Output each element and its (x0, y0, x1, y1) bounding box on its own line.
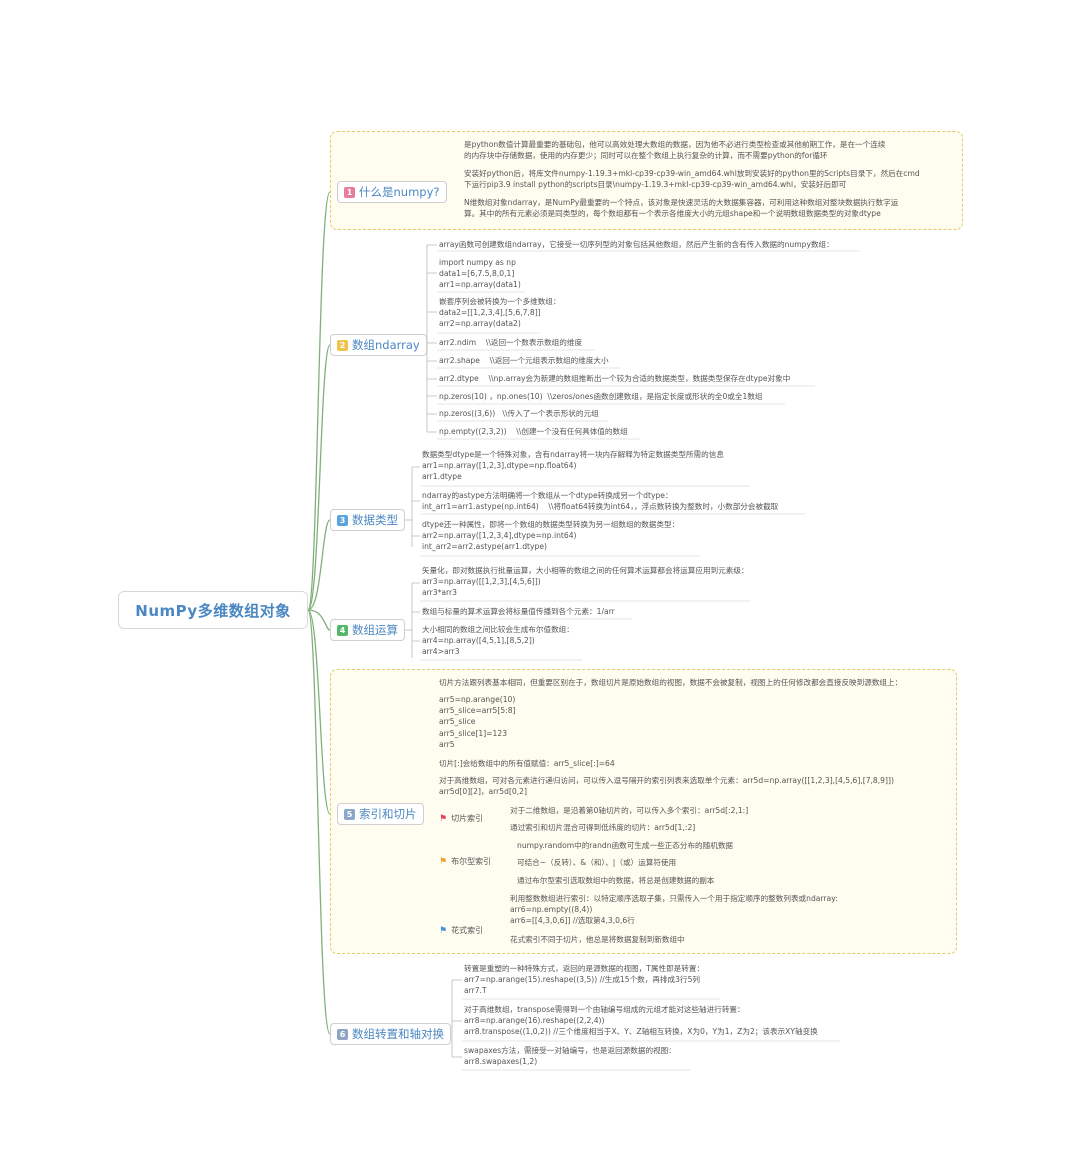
branch-label: 什么是numpy? (359, 185, 440, 199)
leaf-high-dim-index[interactable]: 对于高维数组，可对各元素进行递归访问，可以传入逗号隔开的索引列表来选取单个元素：… (439, 776, 894, 797)
number-5-icon: 5 (344, 808, 355, 820)
branch-array-ops[interactable]: 4 数组运算 (330, 619, 405, 641)
branch-label: 索引和切片 (359, 807, 417, 821)
sub-slice-index[interactable]: ⚑ 切片索引 (439, 813, 483, 824)
branch-transpose[interactable]: 6 数组转置和轴对换 (330, 1023, 451, 1045)
leaf-empty[interactable]: np.empty((2,3,2)) \\创建一个没有任何具体值的数组 (439, 427, 628, 436)
leaf-integer-index[interactable]: 利用整数数组进行索引：以特定顺序选取子集，只需传入一个用于指定顺序的整数列表或n… (510, 894, 838, 926)
red-flag-icon: ⚑ (439, 813, 448, 824)
sub-label: 切片索引 (451, 814, 484, 823)
leaf-astype[interactable]: ndarray的astype方法明确将一个数组从一个dtype转换成另一个dty… (422, 491, 779, 512)
number-4-icon: 4 (337, 624, 348, 636)
branch-ndarray[interactable]: 2 数组ndarray (330, 334, 427, 356)
leaf-arange-slice[interactable]: arr5=np.arange(10) arr5_slice=arr5[5:8] … (439, 695, 516, 749)
branch-label: 数组ndarray (352, 338, 420, 352)
leaf-ndarray-intro[interactable]: N维数组对象ndarray，是NumPy最重要的一个特点，该对象是快速灵活的大数… (464, 198, 899, 219)
root-label: NumPy多维数组对象 (135, 601, 291, 620)
leaf-transpose-T[interactable]: 转置是重塑的一种特殊方式，返回的是源数据的视图，T属性即是转置： arr7=np… (464, 964, 705, 996)
leaf-transpose-axes[interactable]: 对于高维数组，transpose需得到一个由轴编号组成的元组才能对这些轴进行转置… (464, 1005, 818, 1037)
leaf-shape[interactable]: arr2.shape \\返回一个元组表示数组的维度大小 (439, 356, 609, 365)
branch-data-types[interactable]: 3 数据类型 (330, 509, 405, 531)
section-highlight-indexing (330, 669, 957, 954)
leaf-slice-assign[interactable]: 切片[:]会给数组中的所有值赋值：arr5_slice[:]=64 (439, 759, 615, 768)
branch-what-is-numpy[interactable]: 1 什么是numpy? (337, 181, 447, 203)
leaf-numpy-intro[interactable]: 是python数值计算最重要的基础包，他可以高效处理大数组的数据，因为他不必进行… (464, 140, 886, 161)
leaf-bool-ops[interactable]: 可结合~（反转）、&（和）、|（或）运算符使用 (517, 858, 677, 867)
leaf-array-function[interactable]: array函数可创建数组ndarray，它接受一切序列型的对象包括其他数组，然后… (439, 240, 834, 249)
sub-label: 花式索引 (451, 926, 484, 935)
root-node[interactable]: NumPy多维数组对象 (118, 591, 308, 629)
number-2-icon: 2 (337, 339, 348, 351)
sub-bool-index[interactable]: ⚑ 布尔型索引 (439, 856, 491, 867)
leaf-zeros-shape[interactable]: np.zeros((3,6)) \\传入了一个表示形状的元组 (439, 409, 599, 418)
leaf-bool-copy[interactable]: 通过布尔型索引选取数组中的数据，将总是创建数据的副本 (517, 876, 715, 885)
branch-label: 数组转置和轴对换 (352, 1027, 444, 1041)
leaf-mixed-slice[interactable]: 通过索引和切片混合可得到低纬度的切片：arr5d[1,:2] (510, 823, 696, 832)
sub-label: 布尔型索引 (451, 857, 492, 866)
leaf-scalar-ops[interactable]: 数组与标量的算术运算会将标量值传播到各个元素：1/arr (422, 607, 615, 616)
leaf-import-numpy[interactable]: import numpy as np data1=[6,7.5,8,0,1] a… (439, 258, 521, 290)
branch-label: 数组运算 (352, 623, 398, 637)
blue-flag-icon: ⚑ (439, 925, 448, 936)
number-6-icon: 6 (337, 1028, 348, 1040)
number-3-icon: 3 (337, 514, 348, 526)
leaf-compare[interactable]: 大小相同的数组之间比较会生成布尔值数组： arr4=np.array([4,5,… (422, 625, 574, 657)
leaf-numpy-install[interactable]: 安装好python后，将库文件numpy-1.19.3+mkl-cp39-cp3… (464, 169, 920, 190)
leaf-fancy-copy[interactable]: 花式索引不同于切片，他总是将数据复制到新数组中 (510, 935, 685, 944)
leaf-randn[interactable]: numpy.random中的randn函数可生成一些正态分布的随机数据 (517, 841, 734, 850)
leaf-dtype-object[interactable]: 数据类型dtype是一个特殊对象，含有ndarray将一块内存解释为特定数据类型… (422, 450, 724, 482)
leaf-vectorization[interactable]: 矢量化，即对数据执行批量运算，大小相等的数组之间的任何算术运算都会将运算应用到元… (422, 566, 749, 598)
sub-fancy-index[interactable]: ⚑ 花式索引 (439, 925, 483, 936)
leaf-astype-other[interactable]: dtype还一种属性，即将一个数组的数据类型转换为另一组数组的数据类型： arr… (422, 520, 680, 552)
section-highlight-what-is-numpy (330, 131, 963, 230)
leaf-swapaxes[interactable]: swapaxes方法，需接受一对轴编号，也是返回源数据的视图： arr8.swa… (464, 1046, 676, 1067)
leaf-zeros-ones[interactable]: np.zeros(10) ，np.ones(10) \\zeros/ones函数… (439, 392, 763, 401)
leaf-2d-slice[interactable]: 对于二维数组，是沿着第0轴切片的，可以传入多个索引：arr5d[:2,1:] (510, 806, 749, 815)
leaf-ndim[interactable]: arr2.ndim \\返回一个数表示数组的维度 (439, 338, 583, 347)
branch-indexing-slicing[interactable]: 5 索引和切片 (337, 803, 424, 825)
branch-label: 数据类型 (352, 513, 398, 527)
number-1-icon: 1 (344, 186, 355, 198)
leaf-nested-sequence[interactable]: 嵌套序列会被转换为一个多维数组： data2=[[1,2,3,4],[5,6,7… (439, 297, 561, 329)
leaf-slice-view[interactable]: 切片方法跟列表基本相同，但重要区别在于，数组切片是原始数组的视图，数据不会被复制… (439, 678, 903, 687)
leaf-dtype[interactable]: arr2.dtype \\np.array会为新建的数组推断出一个较为合适的数据… (439, 374, 791, 383)
orange-flag-icon: ⚑ (439, 856, 448, 867)
